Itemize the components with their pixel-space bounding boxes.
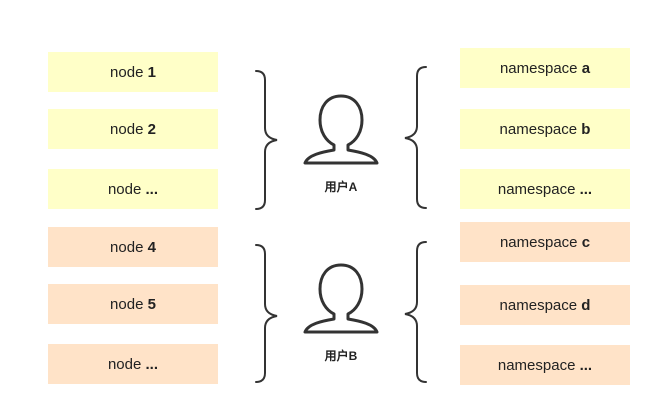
node-label-prefix: node xyxy=(107,355,146,373)
node-box: node 4 xyxy=(48,227,218,267)
node-label-prefix: node xyxy=(110,120,148,138)
namespace-label-suffix: a xyxy=(581,59,591,77)
namespace-box: namespace ... xyxy=(460,345,630,385)
brace-right-group-a xyxy=(404,66,427,209)
namespace-box: namespace ... xyxy=(460,169,630,209)
user-label-a: 用户A xyxy=(324,180,358,194)
namespace-label-prefix: namespace xyxy=(497,356,580,374)
node-box: node 5 xyxy=(48,284,218,324)
node-label-suffix: ... xyxy=(145,180,159,198)
node-label-suffix: 1 xyxy=(147,63,156,81)
brace-right-group-b xyxy=(404,241,427,383)
namespace-box: namespace a xyxy=(460,48,630,88)
node-box: node 1 xyxy=(48,52,218,92)
namespace-box: namespace c xyxy=(460,222,630,262)
node-label-prefix: node xyxy=(110,295,148,313)
namespace-label-prefix: namespace xyxy=(497,180,580,198)
node-label-suffix: 4 xyxy=(147,238,156,256)
node-label-suffix: 2 xyxy=(147,120,156,138)
namespace-label-prefix: namespace xyxy=(499,59,582,77)
namespace-label-suffix: ... xyxy=(579,180,593,198)
node-box: node 2 xyxy=(48,109,218,149)
namespace-box: namespace b xyxy=(460,109,630,149)
node-label-prefix: node xyxy=(107,180,146,198)
namespace-label-suffix: b xyxy=(581,120,591,138)
namespace-label-prefix: namespace xyxy=(499,120,582,138)
user-label-b: 用户B xyxy=(324,349,358,363)
brace-left-group-b xyxy=(255,244,278,383)
node-label-prefix: node xyxy=(110,63,148,81)
node-label-suffix: 5 xyxy=(147,295,156,313)
user-icon xyxy=(303,94,379,165)
node-label-suffix: ... xyxy=(145,355,159,373)
namespace-label-suffix: d xyxy=(581,296,591,314)
namespace-label-prefix: namespace xyxy=(499,296,582,314)
namespace-label-prefix: namespace xyxy=(499,233,582,251)
brace-left-group-a xyxy=(255,70,278,210)
namespace-box: namespace d xyxy=(460,285,630,325)
node-box: node ... xyxy=(48,344,218,384)
user-icon xyxy=(303,263,379,334)
namespace-label-suffix: ... xyxy=(579,356,593,374)
node-box: node ... xyxy=(48,169,218,209)
node-label-prefix: node xyxy=(110,238,148,256)
namespace-label-suffix: c xyxy=(581,233,591,251)
